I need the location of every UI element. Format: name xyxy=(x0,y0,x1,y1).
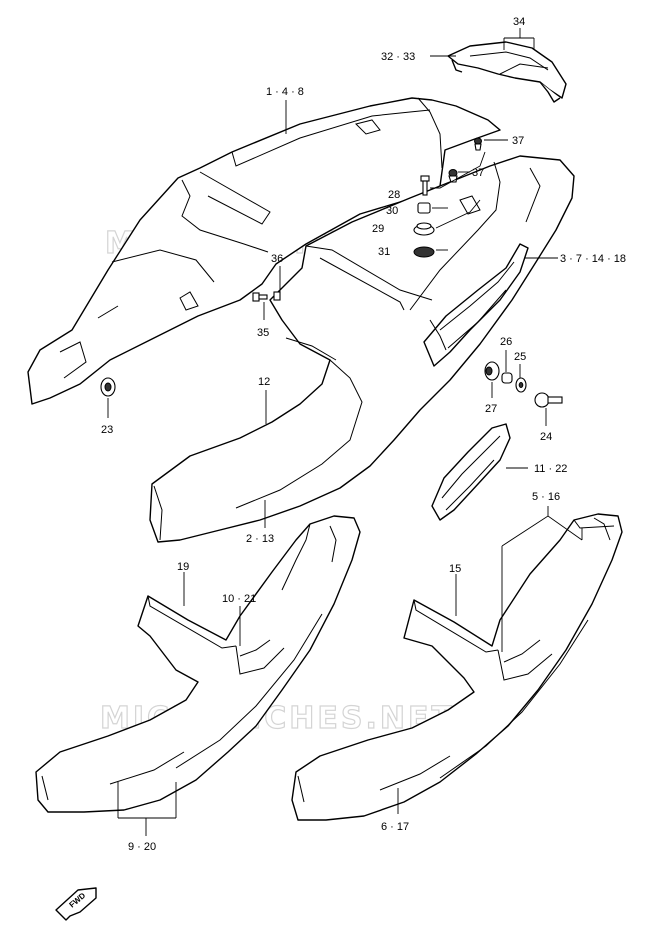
callout-27: 27 xyxy=(485,403,497,415)
seat-tail-cover-part xyxy=(27,97,501,405)
callout-25: 25 xyxy=(514,351,526,363)
callout-23: 23 xyxy=(101,424,113,436)
callout-12: 12 xyxy=(258,376,270,388)
tail-cap-part xyxy=(447,41,567,103)
callout-34: 34 xyxy=(513,16,525,28)
callout-10-21: 10 · 21 xyxy=(222,593,256,605)
callout-36: 36 xyxy=(271,253,283,265)
clip-36 xyxy=(273,291,281,301)
collar-30 xyxy=(417,202,431,214)
callout-19: 19 xyxy=(177,561,189,573)
callout-3-7-14-18: 3 · 7 · 14 · 18 xyxy=(560,253,626,265)
callout-1-4-8: 1 · 4 · 8 xyxy=(266,86,304,98)
bolt-37a xyxy=(474,137,482,145)
main-tail-cowl-part xyxy=(149,155,575,543)
collar-26 xyxy=(501,372,513,384)
screw-28-shank xyxy=(422,180,428,196)
callout-37-upper: 37 xyxy=(512,135,524,147)
right-side-cover-part xyxy=(291,513,623,821)
left-side-cover-part xyxy=(35,515,361,813)
screw-35 xyxy=(252,292,260,302)
screw-28-head xyxy=(420,175,430,182)
forward-arrow-icon: FWD xyxy=(55,887,97,921)
nut-31 xyxy=(413,246,435,258)
callout-5-16: 5 · 16 xyxy=(532,491,560,503)
callout-37-lower: 37 xyxy=(472,167,484,179)
callout-26: 26 xyxy=(500,336,512,348)
callout-6-17: 6 · 17 xyxy=(381,821,409,833)
callout-30: 30 xyxy=(386,205,398,217)
callout-labels: 34 32 · 33 1 · 4 · 8 37 37 28 30 29 31 3… xyxy=(101,16,626,853)
grommet-29-top xyxy=(416,222,432,230)
callout-15: 15 xyxy=(449,563,461,575)
callout-28: 28 xyxy=(388,189,400,201)
leader-lines xyxy=(107,28,583,836)
hardware-parts xyxy=(100,137,563,408)
callout-9-20: 9 · 20 xyxy=(128,841,156,853)
callout-24: 24 xyxy=(540,431,552,443)
emblem-part xyxy=(431,423,511,521)
callout-11-22: 11 · 22 xyxy=(534,463,567,475)
callout-35: 35 xyxy=(257,327,269,339)
bolt-24 xyxy=(534,392,550,408)
callout-32-33: 32 · 33 xyxy=(381,51,415,63)
callout-29: 29 xyxy=(372,223,384,235)
callout-31: 31 xyxy=(378,246,390,258)
callout-2-13: 2 · 13 xyxy=(246,533,274,545)
